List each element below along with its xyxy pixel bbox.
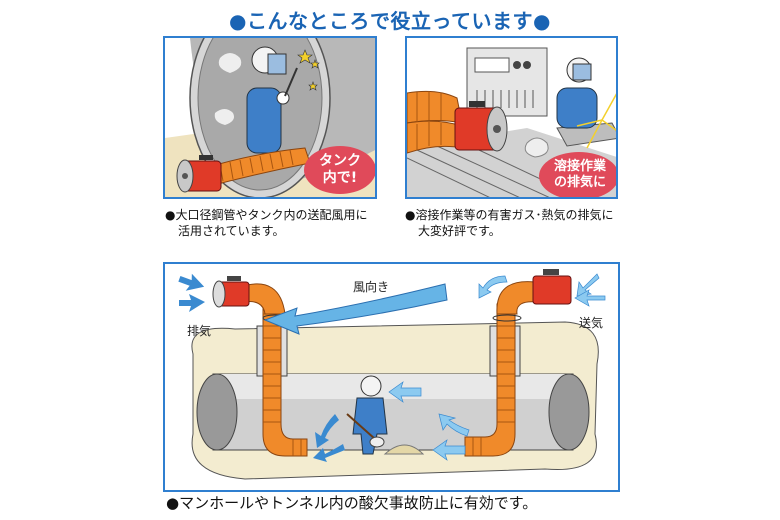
welding-caption: ●溶接作業等の有害ガス･熱気の排気に 大変好評です。 bbox=[405, 207, 625, 239]
welding-caption-line1: ●溶接作業等の有害ガス･熱気の排気に bbox=[405, 208, 614, 222]
supply-label: 送気 bbox=[579, 316, 604, 330]
tank-caption-line1: ●大口径鋼管やタンク内の送配風用に bbox=[165, 208, 368, 222]
tank-badge-line1: タンク bbox=[319, 153, 361, 169]
page-title: ●こんなところで役立っています● bbox=[229, 9, 551, 33]
tank-badge-line2: 内で! bbox=[322, 170, 358, 186]
tunnel-caption: ●マンホールやトンネル内の酸欠事故防止に有効です。 bbox=[166, 494, 538, 512]
tank-caption: ●大口径鋼管やタンク内の送配風用に 活用されています。 bbox=[165, 207, 385, 239]
tank-caption-line2: 活用されています。 bbox=[178, 224, 285, 238]
welding-badge-line1: 溶接作業 bbox=[553, 159, 606, 174]
tank-illustration bbox=[165, 38, 375, 197]
welding-illustration bbox=[407, 38, 616, 197]
exhaust-label: 排気 bbox=[187, 324, 212, 338]
welding-caption-line2: 大変好評です。 bbox=[418, 224, 501, 238]
wind-direction-label: 風向き bbox=[353, 280, 390, 294]
tank-illustration-panel: タンク 内で! bbox=[163, 36, 377, 199]
welding-illustration-panel: 溶接作業 の排気に bbox=[405, 36, 618, 199]
tunnel-illustration bbox=[165, 264, 618, 490]
tunnel-illustration-panel: 風向き 排気 送気 bbox=[163, 262, 620, 492]
welding-badge: 溶接作業 の排気に bbox=[544, 159, 616, 191]
welding-badge-line2: の排気に bbox=[553, 175, 606, 190]
tank-badge: タンク 内で! bbox=[308, 153, 372, 187]
